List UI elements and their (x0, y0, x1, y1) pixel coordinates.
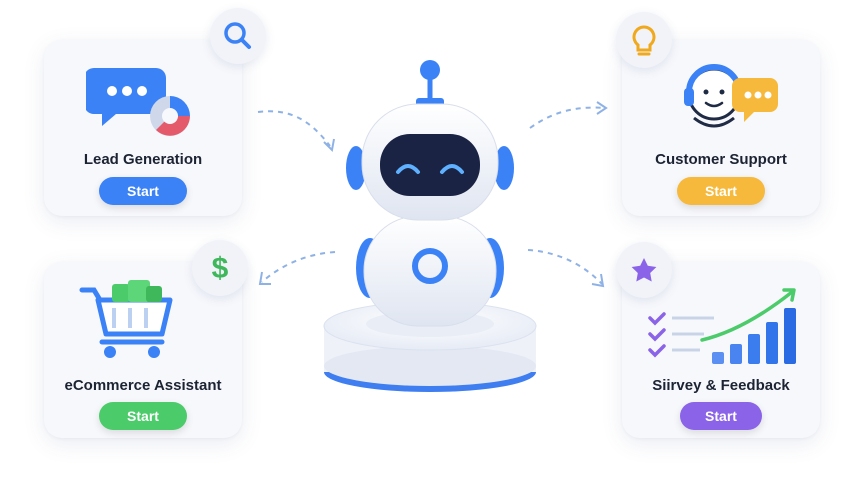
svg-text:$: $ (212, 252, 229, 285)
shopping-cart-icon (79, 280, 173, 358)
card-title: eCommerce Assistant (64, 377, 222, 394)
arrow-to-ecommerce (261, 251, 336, 283)
lightbulb-badge (616, 12, 672, 68)
arrow-head (591, 273, 605, 288)
dollar-icon: $ (212, 252, 229, 285)
lead-start-button[interactable]: Start (99, 177, 187, 205)
star-icon (631, 258, 657, 282)
arrow-head (258, 271, 271, 285)
card-ecommerce-assistant: eCommerce Assistant Start (44, 262, 242, 438)
survey-start-button[interactable]: Start (680, 402, 762, 430)
arrow-to-lead (257, 110, 331, 147)
robot-body (356, 215, 504, 327)
card-title: Customer Support (655, 151, 787, 168)
search-icon (224, 22, 251, 49)
search-badge (210, 8, 266, 64)
arrow-head (323, 138, 335, 153)
card-customer-support: Customer Support Start (622, 40, 820, 216)
ecommerce-start-button[interactable]: Start (99, 402, 187, 430)
arrow-head (596, 101, 608, 115)
support-start-button[interactable]: Start (677, 177, 765, 205)
star-badge (616, 242, 672, 298)
arrow-to-survey (527, 249, 603, 285)
arrow-to-support (529, 106, 606, 129)
headset-chat-icon (684, 64, 778, 128)
chat-analytics-icon (86, 68, 190, 136)
survey-chart-icon (648, 288, 796, 364)
robot-head (346, 60, 514, 221)
lightbulb-icon (632, 25, 656, 56)
card-title: Siirvey & Feedback (652, 377, 790, 394)
card-title: Lead Generation (83, 151, 203, 168)
card-lead-generation: Lead Generation Start (44, 40, 242, 216)
dollar-badge: $ (192, 240, 248, 296)
